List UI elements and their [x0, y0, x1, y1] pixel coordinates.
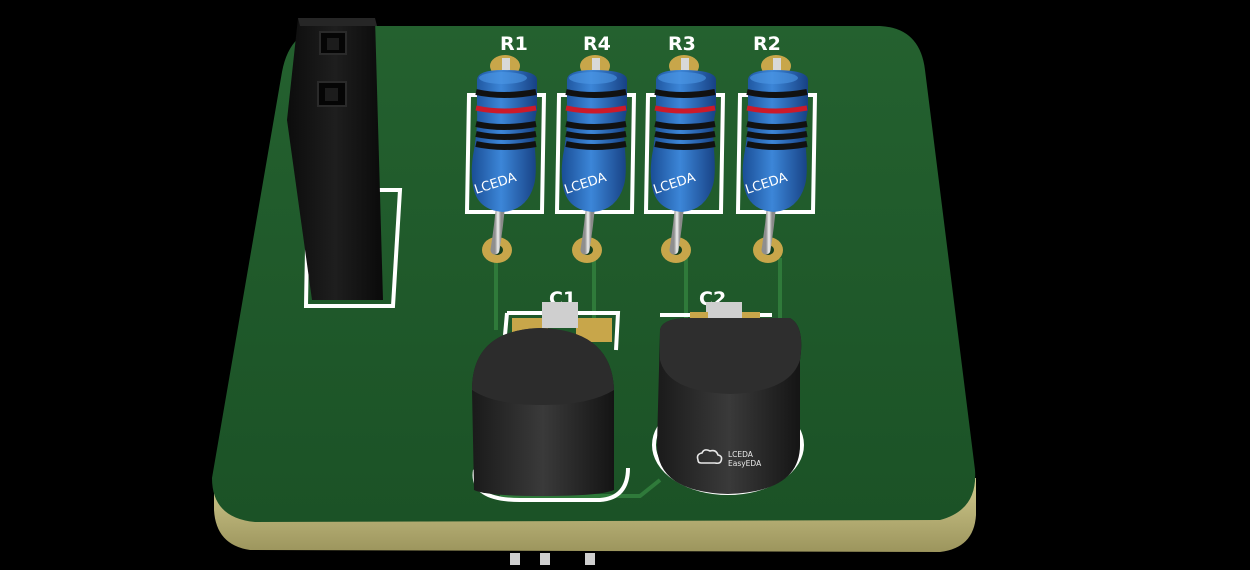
bottom-pins	[510, 553, 595, 565]
resistor-band	[654, 131, 716, 140]
traces	[494, 258, 782, 498]
resistor-ref-label: R1	[500, 33, 528, 55]
resistor-band	[565, 105, 627, 114]
resistor-band	[654, 89, 716, 98]
pin-header-icon	[287, 18, 383, 300]
resistor-body	[471, 70, 537, 212]
resistor-r2[interactable]: LCEDA	[735, 55, 818, 263]
resistor-body	[561, 70, 627, 212]
cloud-icon	[696, 449, 723, 465]
resistor-band	[475, 89, 537, 98]
resistor-ref-label: R4	[583, 33, 611, 55]
capacitor-c1[interactable]: C1	[472, 288, 630, 502]
resistor-labels: R1 R4 R3 R2	[500, 33, 781, 55]
resistor-band	[475, 121, 537, 130]
resistor-band	[746, 89, 808, 98]
capacitor-pad	[690, 312, 708, 322]
resistor-band	[475, 105, 537, 114]
resistor-band	[746, 141, 808, 150]
capacitor-pad	[742, 312, 760, 322]
resistor-body	[650, 70, 716, 212]
resistor-band	[654, 105, 716, 114]
capacitor-logo-line1: LCEDA	[728, 450, 754, 459]
resistor-band	[475, 141, 537, 150]
resistor-r1[interactable]: LCEDA	[464, 55, 547, 263]
resistor-band	[654, 141, 716, 150]
capacitor-logo-line2: EasyEDA	[728, 459, 762, 468]
resistor-band	[565, 121, 627, 130]
resistor-band	[746, 105, 808, 114]
resistor-body	[742, 70, 808, 212]
capacitor-c2[interactable]: C2 LCEDA EasyEDA	[652, 288, 804, 495]
resistor-band	[475, 131, 537, 140]
resistor-ref-label: R2	[753, 33, 781, 55]
resistor-band	[565, 131, 627, 140]
resistor-ref-label: R3	[668, 33, 696, 55]
resistor-band	[654, 121, 716, 130]
resistor-r4[interactable]: LCEDA	[554, 55, 637, 263]
resistor-band	[565, 89, 627, 98]
resistor-band	[565, 141, 627, 150]
resistor-band	[746, 121, 808, 130]
resistor-r3[interactable]: LCEDA	[643, 55, 726, 263]
resistor-band	[746, 131, 808, 140]
